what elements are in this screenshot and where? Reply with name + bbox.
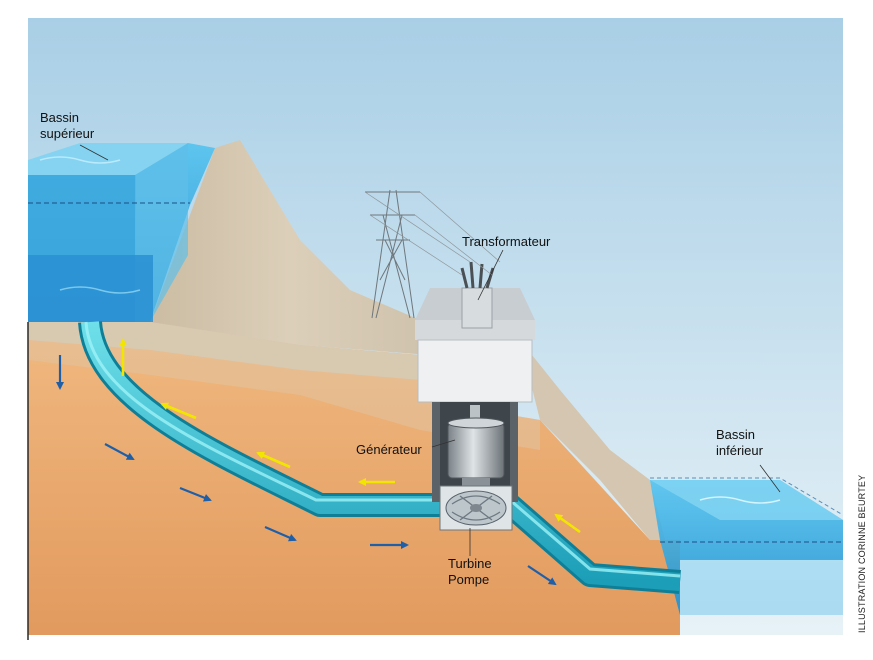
hill-face (28, 322, 420, 380)
dam-hill (150, 140, 430, 355)
pylon-icon (364, 189, 501, 319)
generator-icon (447, 405, 505, 486)
hill-slope-right (520, 340, 665, 540)
lower-basin-label: Bassin inférieur (716, 427, 763, 458)
illustration-credit: ILLUSTRATION CORINNE BEURTEY (857, 474, 867, 633)
leader-lines (79, 144, 781, 556)
transformer-label: Transformateur (462, 234, 551, 249)
ground-soil (28, 322, 680, 635)
generator-label: Générateur (356, 442, 422, 457)
lower-basin (650, 477, 844, 615)
turbine-pump-label: Turbine Pompe (448, 556, 492, 587)
upper-basin-label: Bassin supérieur (40, 110, 95, 141)
flow-arrows-up (119, 338, 581, 534)
transformer-icon (460, 261, 495, 329)
ground-soil-back (28, 322, 540, 450)
flow-arrows-down (56, 355, 557, 586)
turbine-icon (439, 485, 513, 531)
upper-basin (28, 143, 215, 322)
